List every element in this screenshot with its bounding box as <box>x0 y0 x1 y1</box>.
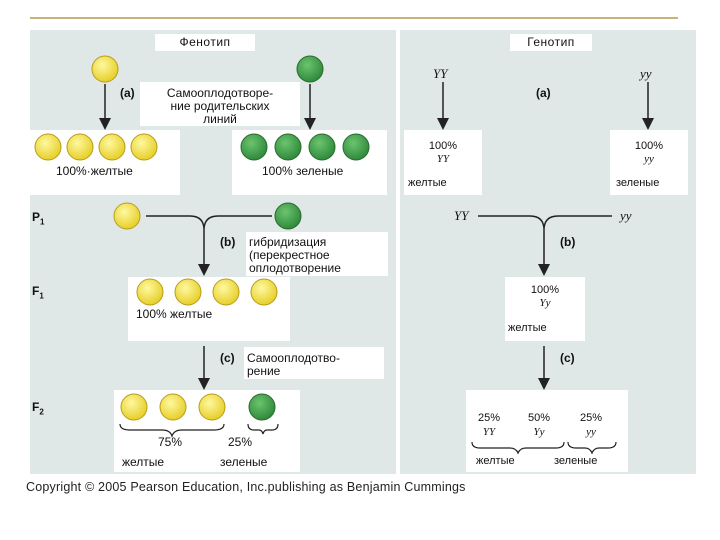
genotype-header: Генотип <box>510 34 592 51</box>
yellow-pea-p1 <box>113 202 141 230</box>
step-c-mark: (c) <box>220 351 235 365</box>
geno-right-box <box>610 130 688 195</box>
geno-f2-box <box>466 390 628 472</box>
f2-green-pct: 25% <box>228 435 253 449</box>
geno-f2-pct-het: 50% <box>527 412 551 424</box>
yellow-pea-f1 <box>250 278 278 306</box>
geno-f2-yy-dom: YY <box>482 426 496 438</box>
green-pea-p1 <box>274 202 302 230</box>
brace-green <box>247 423 279 435</box>
geno-f2-yellow-label: желтые <box>476 455 515 467</box>
geno-parent-left: YY <box>433 66 448 81</box>
f2-green-label: зеленые <box>220 455 268 469</box>
geno-step-a-mark: (a) <box>536 86 551 100</box>
yellow-pea <box>98 133 126 161</box>
geno-cross-right: yy <box>620 208 632 223</box>
geno-cross-left: YY <box>454 208 469 223</box>
geno-right-pct: 100% <box>634 140 664 152</box>
geno-left-label: желтые <box>408 177 447 189</box>
step-b-box <box>246 232 388 276</box>
geno-f2-pct-yy-dom: 25% <box>477 412 501 424</box>
yellow-100-label: 100%·желтые <box>56 164 133 178</box>
generation-f1: F1 <box>32 284 44 301</box>
green-pea <box>274 133 302 161</box>
step-b-mark: (b) <box>220 235 236 249</box>
f2-yellow-pct: 75% <box>158 435 183 449</box>
top-rule <box>30 17 678 19</box>
geno-f2-yy-rec: yy <box>586 426 596 438</box>
green-pea-parent <box>296 55 324 83</box>
geno-left-box <box>404 130 482 195</box>
yellow-pea-f2 <box>198 393 226 421</box>
step-c-text: Самооплодотво- рение <box>247 351 340 378</box>
step-a-mark: (a) <box>120 86 135 100</box>
geno-left-pct: 100% <box>428 140 458 152</box>
yellow-pea <box>34 133 62 161</box>
brace-geno-green <box>567 441 617 455</box>
brace-yellow <box>119 423 225 438</box>
brace-geno-yellow <box>471 441 565 455</box>
generation-f2: F2 <box>32 400 44 417</box>
cross-bracket-phenotype <box>146 215 272 231</box>
geno-f2-green-label: зеленые <box>554 455 598 467</box>
geno-f2-pct-yy-rec: 25% <box>579 412 603 424</box>
geno-parent-right: yy <box>640 66 652 81</box>
yellow-pea-f2 <box>120 393 148 421</box>
green-pea <box>240 133 268 161</box>
geno-f1-box <box>505 277 585 341</box>
step-a-box <box>140 82 300 126</box>
geno-right-geno: yy <box>644 153 654 165</box>
yellow-pea <box>66 133 94 161</box>
step-b-text: гибридизация (перекрестное оплодотворени… <box>249 235 341 275</box>
green-100-label: 100% зеленые <box>262 164 344 178</box>
yellow-pea-f1 <box>136 278 164 306</box>
geno-left-geno: YY <box>436 153 450 165</box>
green-pea <box>342 133 370 161</box>
f1-yellow-label: 100% желтые <box>136 307 213 321</box>
yellow-pea-f1 <box>174 278 202 306</box>
geno-f1-label: желтые <box>508 322 547 334</box>
yellow-pea-f2 <box>159 393 187 421</box>
geno-right-label: зеленые <box>616 177 660 189</box>
geno-f1-geno: Yy <box>539 297 551 309</box>
geno-step-b-mark: (b) <box>560 235 576 249</box>
green-pea-f2 <box>248 393 276 421</box>
geno-step-c-mark: (c) <box>560 351 575 365</box>
geno-f2-het: Yy <box>533 426 545 438</box>
phenotype-header: Фенотип <box>155 34 255 51</box>
f2-yellow-label: желтые <box>122 455 165 469</box>
yellow-pea <box>130 133 158 161</box>
yellow-pea-parent <box>91 55 119 83</box>
step-a-text: Самооплодотворе- ние родительских линий <box>166 86 274 126</box>
copyright-notice: Copyright © 2005 Pearson Education, Inc.… <box>26 480 466 494</box>
yellow-pea-f1 <box>212 278 240 306</box>
geno-f1-pct: 100% <box>530 284 560 296</box>
green-pea <box>308 133 336 161</box>
generation-p1: P1 <box>32 210 45 227</box>
step-c-box <box>244 347 384 379</box>
cross-bracket-genotype <box>478 215 612 231</box>
